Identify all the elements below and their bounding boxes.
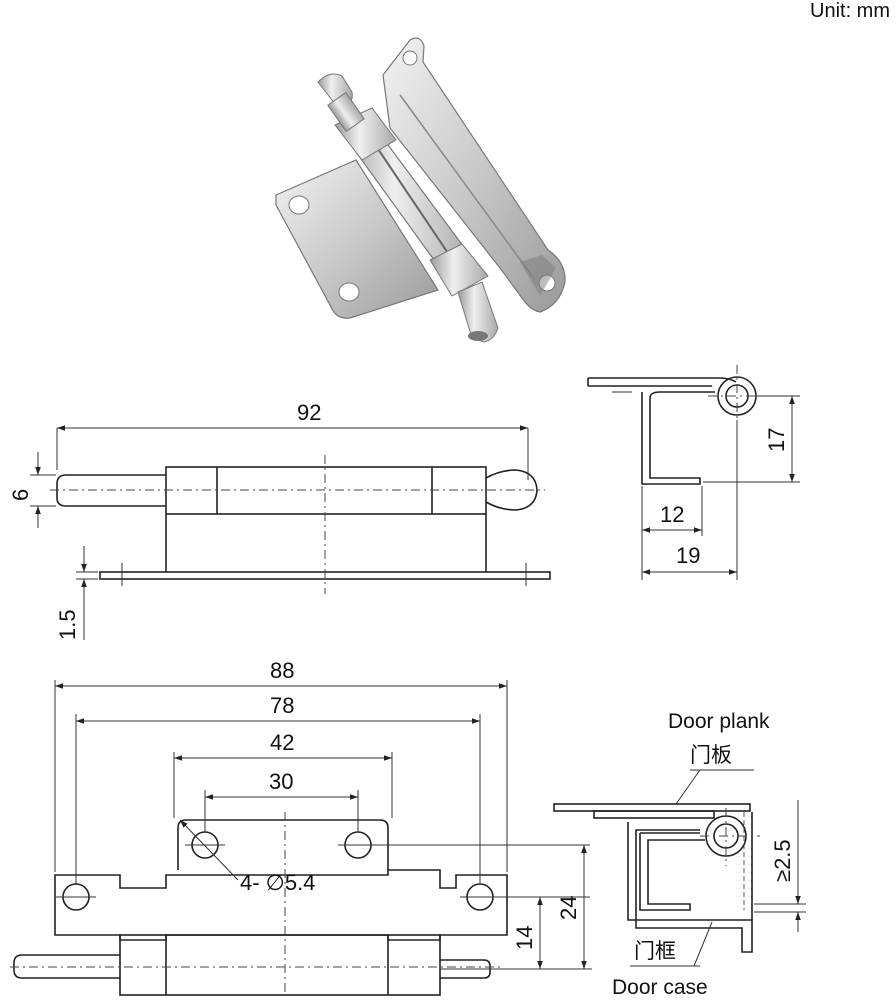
dim-overall-length: 92 — [297, 400, 321, 425]
unit-label: Unit: mm — [810, 0, 890, 22]
dim-clearance: ≥2.5 — [770, 839, 795, 882]
front-view: 92 6 1.5 — [8, 400, 551, 640]
label-door-plank-en: Door plank — [668, 710, 770, 733]
dim-leaf-height: 24 — [556, 896, 581, 920]
dim-hole-pitch-outer: 78 — [270, 693, 294, 718]
side-view: 17 12 19 — [587, 365, 800, 580]
hinge-product-image — [275, 37, 566, 343]
plan-view: 88 78 42 30 4- ∅5.4 24 14 — [10, 658, 592, 996]
dim-side-outer-width: 19 — [676, 543, 700, 568]
dim-plate-thickness: 1.5 — [55, 609, 80, 640]
label-door-case-en: Door case — [612, 976, 708, 999]
dim-knuckle-length: 42 — [270, 730, 294, 755]
label-door-case-zh: 门框 — [634, 940, 676, 963]
dim-hole-pitch-inner: 30 — [269, 769, 293, 794]
dim-plan-overall-length: 88 — [270, 658, 294, 683]
installation-view: ≥2.5 Door plank 门板 门框 Door case — [553, 710, 806, 999]
dim-side-height: 17 — [764, 428, 789, 452]
dim-hole-offset: 14 — [512, 926, 537, 950]
note-holes: 4- ∅5.4 — [240, 870, 315, 895]
dim-side-inner-width: 12 — [660, 502, 684, 527]
dim-pin-diameter: 6 — [8, 489, 33, 501]
label-door-plank-zh: 门板 — [690, 744, 732, 767]
